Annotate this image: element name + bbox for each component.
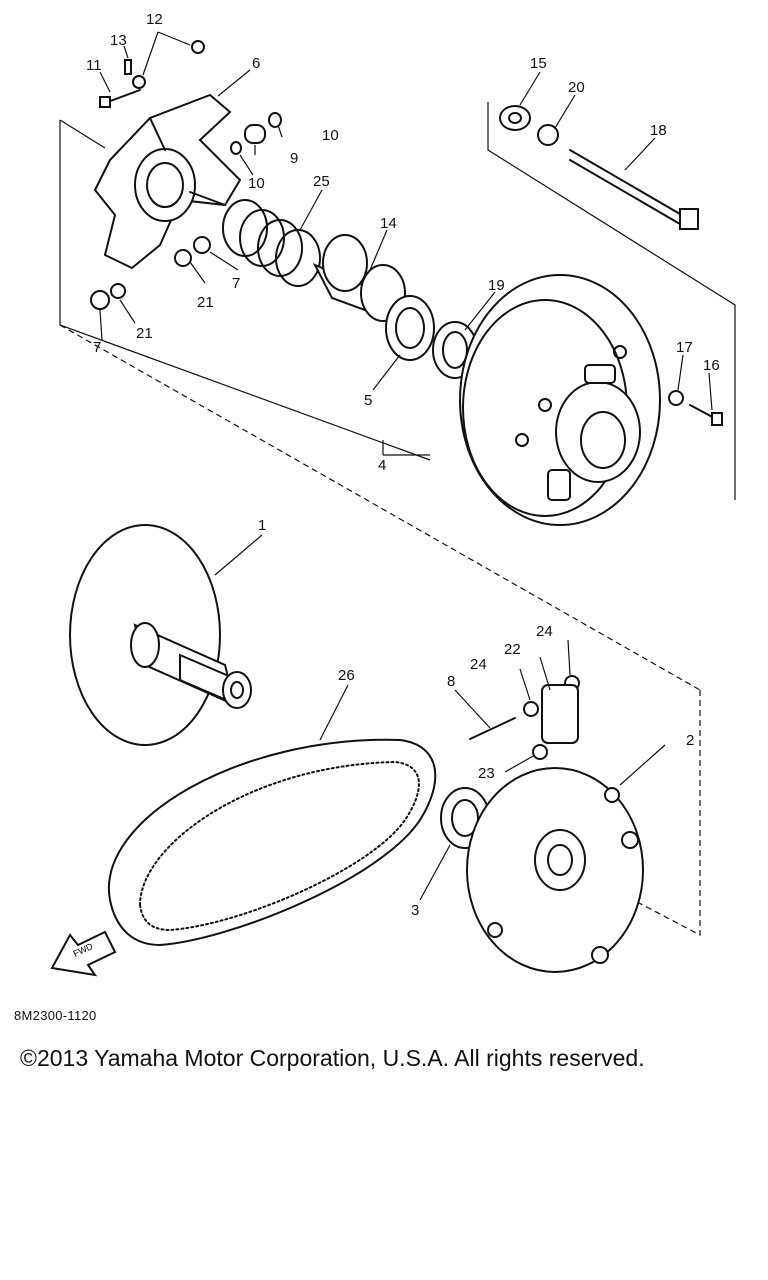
callout-23: 23 [478,765,495,782]
callout-25: 25 [313,173,330,190]
part-14-sleeve [312,234,406,322]
exploded-parts-diagram: FWD 1 2 3 4 [50,11,736,977]
part-4-movable-sheave [459,274,661,526]
callout-22: 22 [504,641,521,658]
leader-lines [99,31,713,901]
callout-8: 8 [447,673,455,690]
callout-7b: 7 [93,339,101,356]
callout-21b: 21 [136,325,153,342]
callout-9: 9 [290,150,298,167]
callout-15: 15 [530,55,547,72]
callout-26: 26 [338,667,355,684]
callout-14: 14 [380,215,397,232]
part-6-spider [93,93,242,270]
fwd-arrow: FWD [50,930,117,977]
parts-5-19-bushings [385,295,478,379]
callout-labels: 1 2 3 4 5 6 7 7 8 9 10 10 11 12 13 14 15… [86,11,720,919]
callout-6: 6 [252,55,260,72]
part-26-v-belt [107,738,437,946]
callout-4: 4 [378,457,386,474]
callout-3: 3 [411,902,419,919]
callout-11: 11 [86,57,102,74]
callout-18: 18 [650,122,667,139]
part-1-fixed-sheave [69,524,252,746]
callout-13: 13 [110,32,127,49]
assembly-bracket-lines [59,102,736,936]
callout-1: 1 [258,517,266,534]
callout-21a: 21 [197,294,214,311]
callout-12: 12 [146,11,163,28]
callout-7a: 7 [232,275,240,292]
callout-24a: 24 [470,656,487,673]
callout-5: 5 [364,392,372,409]
callout-2: 2 [686,732,694,749]
copyright-notice: ©2013 Yamaha Motor Corporation, U.S.A. A… [20,1045,645,1071]
callout-16: 16 [703,357,720,374]
callout-10a: 10 [322,127,339,144]
callout-20: 20 [568,79,585,96]
callout-17: 17 [676,339,693,356]
callout-10b: 10 [248,175,265,192]
part-25-spring [222,199,321,287]
callout-24b: 24 [536,623,553,640]
small-hardware [90,40,723,760]
diagram-code: 8M2300-1120 [14,1008,97,1023]
parts-2-3-sheave [440,767,644,973]
callout-19: 19 [488,277,505,294]
